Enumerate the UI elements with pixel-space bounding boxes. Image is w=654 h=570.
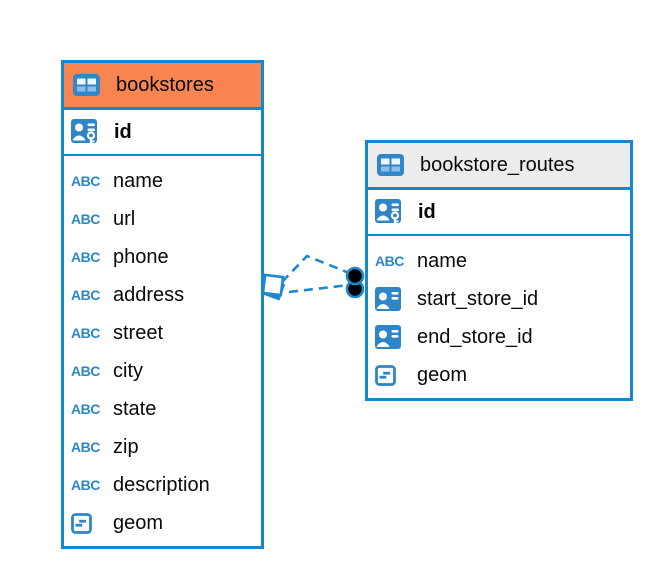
column-row[interactable]: end_store_id [375,318,623,356]
relationship-line[interactable] [288,283,350,294]
column-label: geom [417,363,468,386]
column-row[interactable]: ABC zip [71,428,254,466]
column-label: phone [113,245,169,268]
primary-key-label: id [418,200,436,223]
entity-title: bookstore_routes [420,153,575,176]
text-type-icon: ABC [71,249,100,265]
geometry-type-icon [71,512,105,534]
column-row[interactable]: ABC address [71,276,254,314]
text-type-icon: ABC [71,173,100,189]
text-type-icon: ABC [71,439,100,455]
column-row[interactable]: ABC description [71,466,254,504]
primary-key-row[interactable]: id [64,110,261,156]
column-row[interactable]: ABC name [71,162,254,200]
primary-key-icon [375,198,409,226]
relationship-line[interactable] [281,254,350,283]
table-icon [377,154,411,176]
relationship-diamond-marker[interactable] [261,273,286,301]
column-row[interactable]: ABC phone [71,238,254,276]
text-type-icon: ABC [71,287,100,303]
column-row[interactable]: geom [71,504,254,542]
column-row[interactable]: ABC street [71,314,254,352]
entity-table-bookstores[interactable]: bookstores id ABC name [61,60,264,549]
text-type-icon: ABC [71,477,100,493]
column-row[interactable]: start_store_id [375,280,623,318]
text-type-icon: ABC [71,211,100,227]
column-row[interactable]: ABC name [375,242,623,280]
column-list: ABC name ABC url ABC phone ABC address A… [64,156,261,546]
column-row[interactable]: ABC city [71,352,254,390]
column-label: name [417,249,468,272]
column-label: url [113,207,136,230]
column-row[interactable]: ABC url [71,200,254,238]
column-label: geom [113,511,164,534]
reference-type-icon [375,287,409,311]
column-label: start_store_id [417,287,539,310]
text-type-icon: ABC [375,253,404,269]
text-type-icon: ABC [71,325,100,341]
entity-header-bookstores[interactable]: bookstores [64,63,261,110]
reference-type-icon [375,325,409,349]
column-label: description [113,473,210,496]
primary-key-label: id [114,120,132,143]
column-label: city [113,359,143,382]
column-row[interactable]: ABC state [71,390,254,428]
entity-table-bookstore-routes[interactable]: bookstore_routes id ABC name [365,140,633,401]
column-list: ABC name start_store_id [368,236,630,398]
column-label: name [113,169,164,192]
column-label: end_store_id [417,325,533,348]
geometry-type-icon [375,364,409,386]
entity-header-bookstore-routes[interactable]: bookstore_routes [368,143,630,190]
table-icon [73,74,107,96]
text-type-icon: ABC [71,363,100,379]
relationship-endpoint-dot[interactable] [345,266,365,299]
column-label: street [113,321,164,344]
column-label: zip [113,435,139,458]
primary-key-icon [71,118,105,146]
column-label: address [113,283,185,306]
text-type-icon: ABC [71,401,100,417]
column-row[interactable]: geom [375,356,623,394]
entity-title: bookstores [116,73,214,96]
primary-key-row[interactable]: id [368,190,630,236]
column-label: state [113,397,157,420]
